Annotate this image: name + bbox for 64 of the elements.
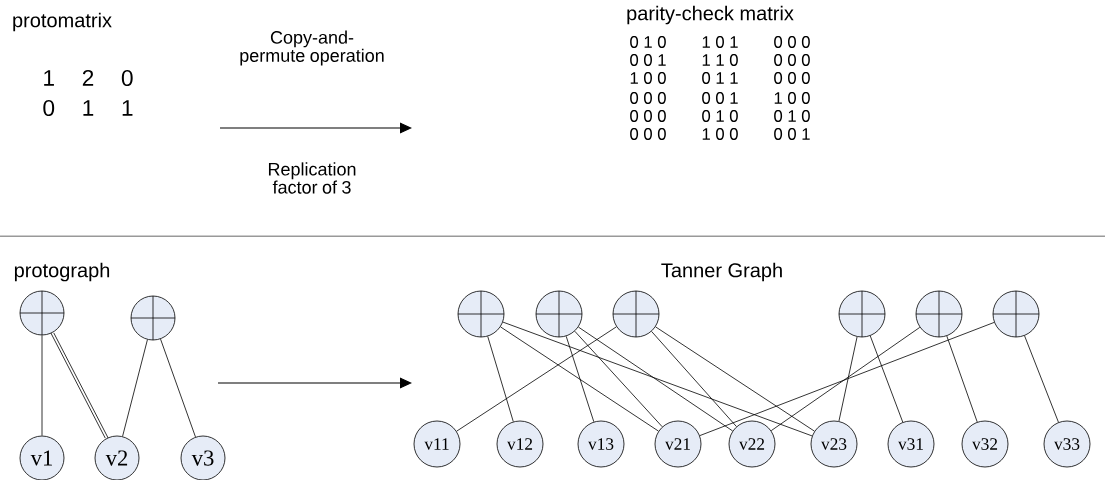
variable-node: v32 [961,420,1009,468]
connector-line [699,322,995,436]
connector-line [41,335,43,436]
connector-line [770,326,921,432]
matrix-cell: 1 0 0 [702,128,738,140]
matrix-cell: 1 0 0 [630,72,666,84]
matrix-cell: 1 0 1 [702,36,738,48]
check-node [915,290,963,338]
variable-node: v23 [810,420,858,468]
connector-line [565,335,595,423]
check-node [992,290,1040,338]
check-node [612,290,660,338]
connector-line [578,326,733,432]
connector-line [122,339,148,437]
matrix-row: 0 1 1 [43,100,133,117]
connector-line [160,338,196,438]
connector-line [574,330,663,428]
connector-line [655,326,815,432]
matrix-cell: 0 1 0 [774,110,810,122]
section-title: parity-check matrix [627,5,794,25]
connector-line [869,335,904,423]
operation-label: Replication factor of 3 [268,162,356,194]
matrix-cell: 0 0 0 [774,72,810,84]
connector-line [651,331,737,427]
matrix-cell: 0 1 0 [630,36,666,48]
connector-line [456,326,617,432]
matrix-cell: 0 0 0 [774,54,810,66]
variable-node: v12 [496,420,544,468]
variable-node: v13 [577,420,625,468]
connector-line [1024,335,1059,423]
connector-line [838,336,858,422]
check-node [535,290,583,338]
variable-node: v22 [728,420,776,468]
variable-node: v1 [19,435,65,480]
section-title: protograph [14,262,110,282]
variable-node: v21 [654,420,702,468]
matrix-cell: 0 0 0 [774,36,810,48]
connector-line [946,335,978,423]
operation-label: Copy-and-permute operation [240,30,384,66]
matrix-cell: 1 1 0 [702,54,738,66]
matrix-cell: 0 0 1 [702,92,738,104]
matrix-cell: 0 0 0 [630,128,666,140]
section-title: protomatrix [13,12,112,32]
matrix-row: 1 2 0 [44,70,133,87]
variable-node: v11 [413,420,461,468]
matrix-cell: 0 0 1 [774,128,810,140]
check-node [19,290,65,336]
matrix-cell: 0 1 1 [702,72,738,84]
section-title: Tanner Graph [661,262,782,282]
variable-node: v3 [180,435,226,480]
check-node [838,290,886,338]
matrix-cell: 0 0 0 [630,92,666,104]
connector-line [487,336,514,422]
variable-node: v31 [887,420,935,468]
matrix-cell: 0 0 1 [630,54,666,66]
variable-node: v2 [94,435,140,480]
connector-line [502,321,813,437]
matrix-cell: 0 0 0 [630,110,666,122]
matrix-cell: 1 0 0 [774,92,810,104]
variable-node: v33 [1043,420,1091,468]
connector-line [500,326,659,432]
matrix-cell: 0 1 0 [702,110,738,122]
check-node [457,290,505,338]
check-node [130,295,176,341]
